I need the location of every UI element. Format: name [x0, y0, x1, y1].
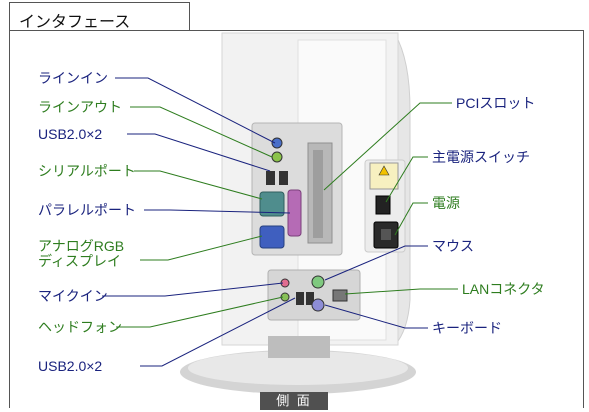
label-main-power-switch: 主電源スイッチ — [432, 149, 530, 165]
mouse-port — [311, 275, 325, 289]
usb-port-top — [266, 171, 275, 185]
label-parallel-port: パラレルポート — [38, 202, 136, 218]
label-usb-top: USB2.0×2 — [38, 126, 103, 142]
usb-port-top — [279, 171, 288, 185]
label-serial-port: シリアルポート — [38, 163, 136, 179]
section-title: インタフェース — [9, 2, 190, 31]
label-pci-slot: PCIスロット — [456, 95, 536, 111]
warning-icon — [378, 165, 390, 176]
green-callout-lines — [116, 102, 458, 328]
label-usb-bottom: USB2.0×2 — [38, 358, 103, 374]
label-mic-in: マイクイン — [38, 288, 108, 304]
label-power: 電源 — [432, 195, 460, 211]
stand-neck — [268, 336, 330, 358]
blue-callout-lines — [102, 77, 428, 367]
label-mouse: マウス — [432, 238, 474, 254]
label-analog-rgb-line1: アナログRGB — [38, 238, 125, 254]
label-lan-connector: LANコネクタ — [462, 281, 545, 297]
label-keyboard: キーボード — [432, 320, 502, 336]
serial-port — [259, 191, 285, 217]
diagram-frame — [9, 30, 584, 408]
line-in-jack — [271, 137, 283, 149]
label-headphone: ヘッドフォン — [38, 319, 122, 335]
view-caption: 側 面 — [260, 392, 328, 410]
analog-rgb-port — [259, 225, 285, 249]
label-line-in: ラインイン — [38, 70, 108, 86]
usb-port-bottom — [306, 292, 314, 305]
line-out-jack — [271, 151, 283, 163]
keyboard-port — [311, 298, 325, 312]
label-line-out: ラインアウト — [38, 99, 122, 115]
lan-port — [332, 289, 348, 302]
usb-port-bottom — [296, 292, 304, 305]
label-analog-rgb-line2: ディスプレイ — [38, 253, 122, 269]
